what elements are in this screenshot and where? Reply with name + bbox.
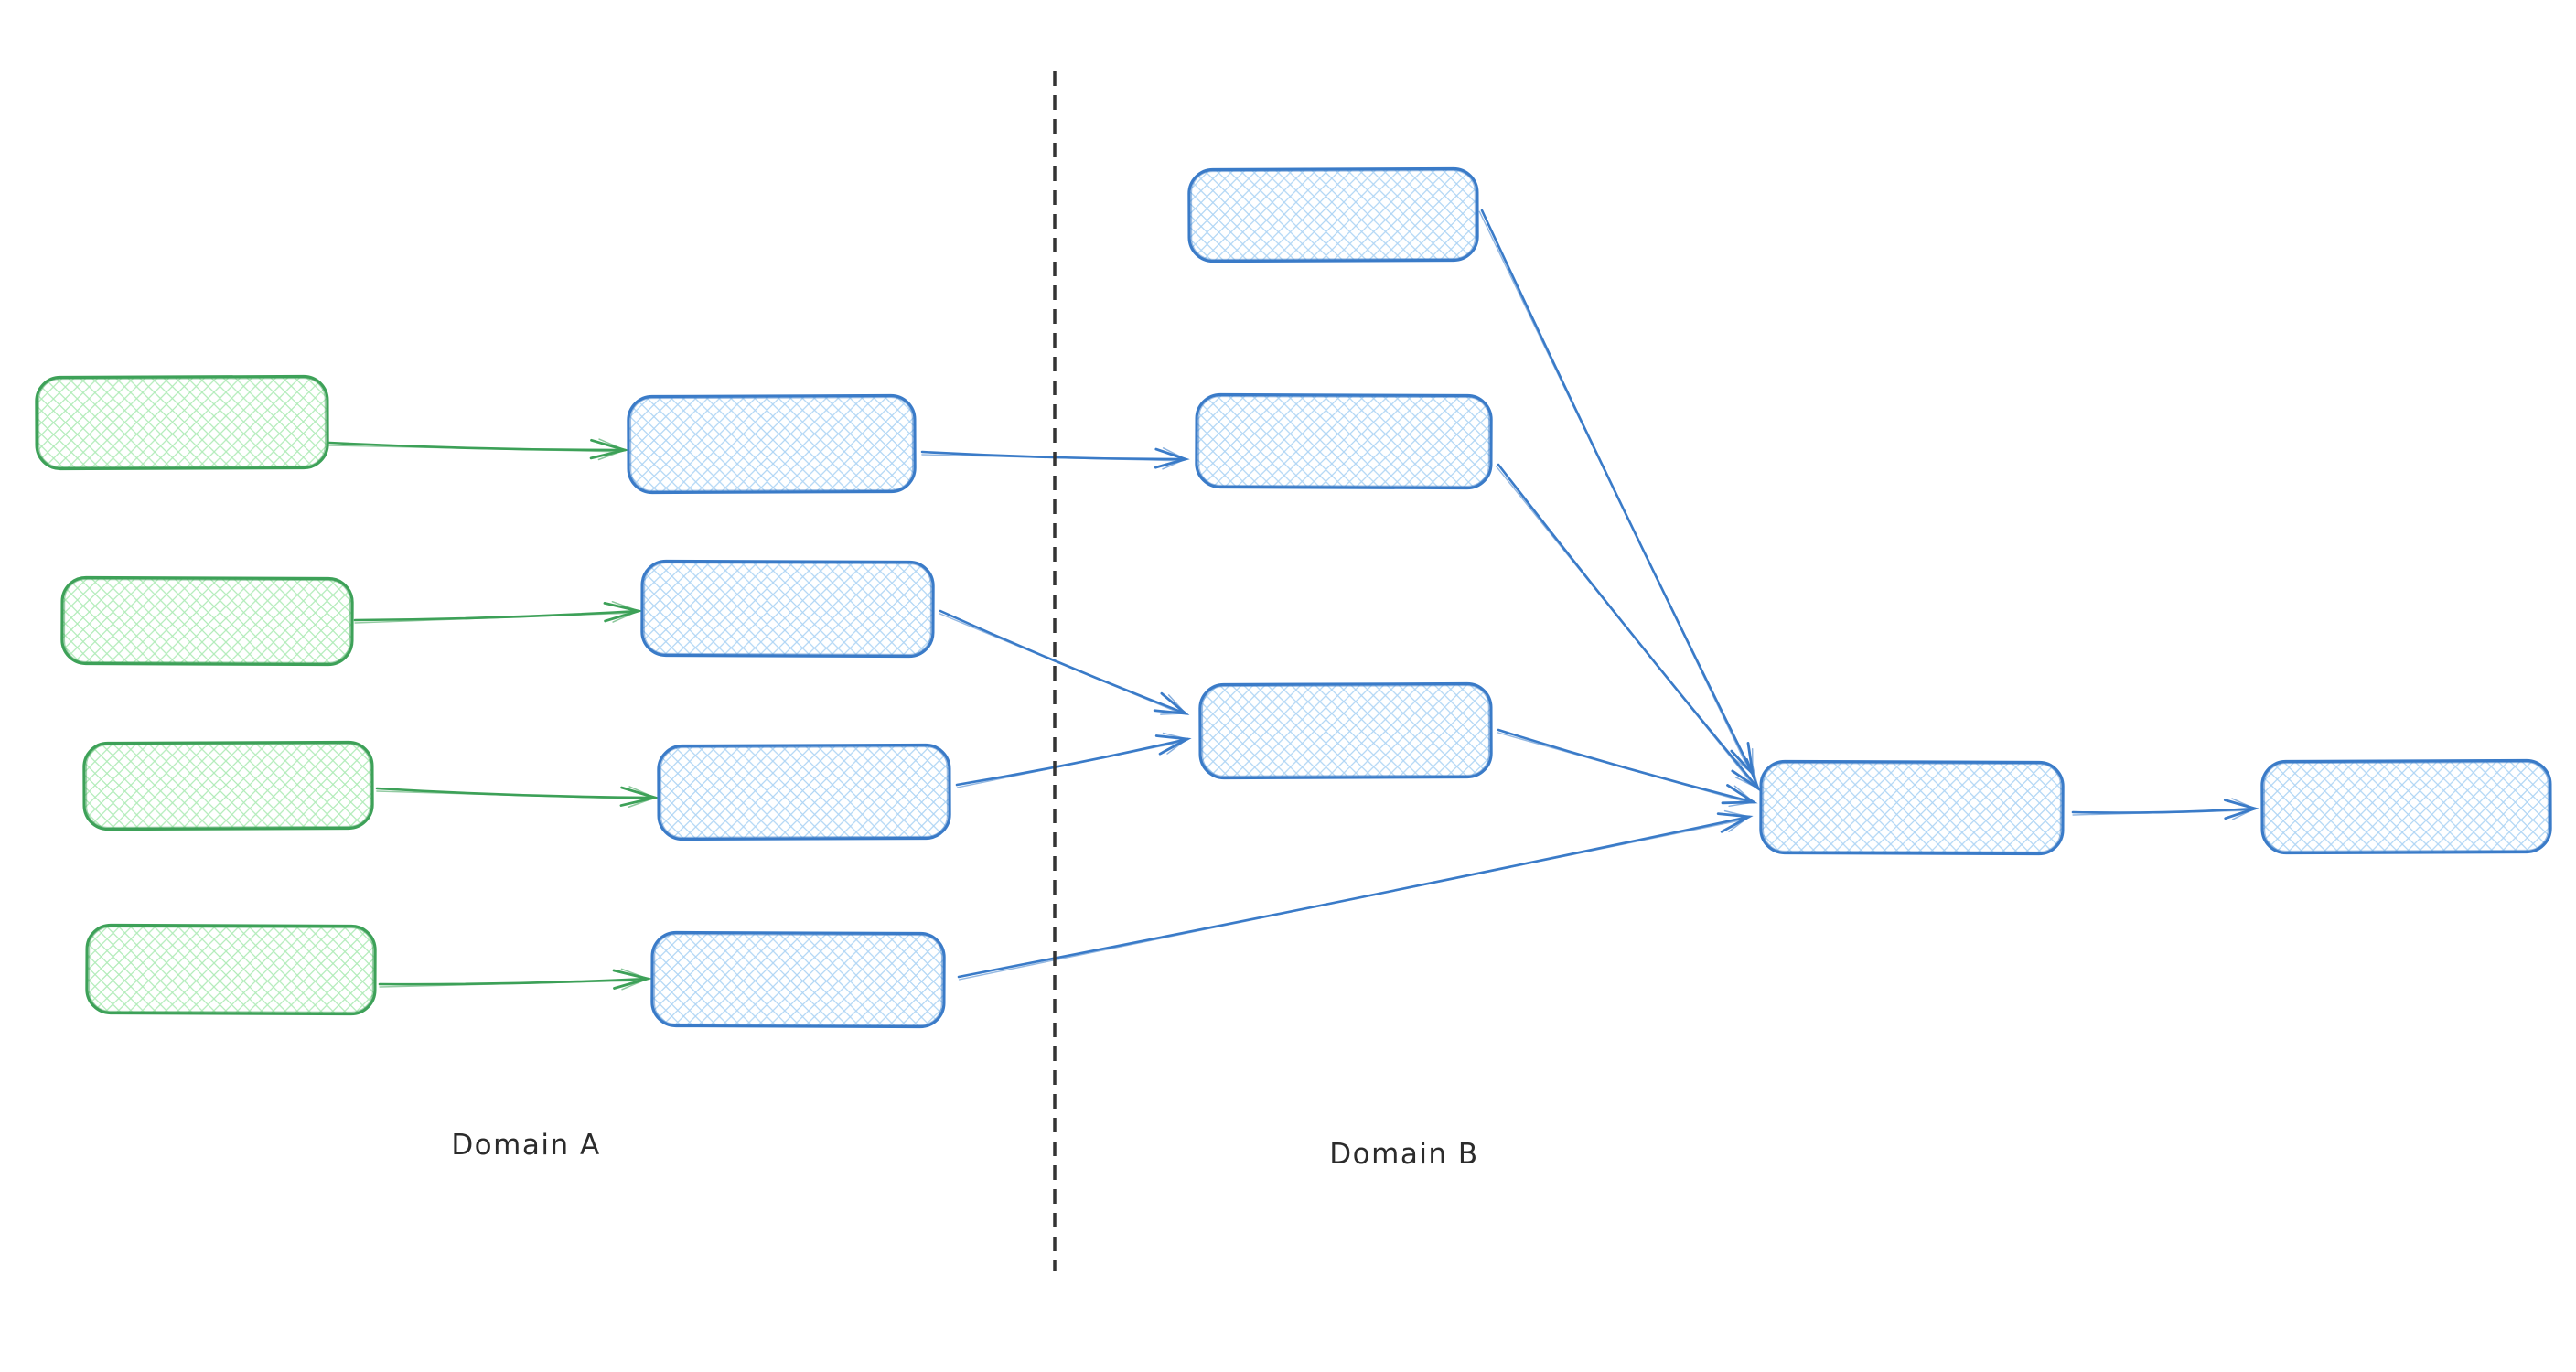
domain-a-stage-1[interactable] — [627, 393, 917, 495]
edge-node2-merge[interactable] — [1495, 463, 1761, 792]
domain-a-stage-2[interactable] — [640, 559, 935, 659]
domain-a-source-4[interactable] — [85, 923, 377, 1016]
edges-layer — [327, 209, 2259, 991]
edge-source4-stage4[interactable] — [378, 968, 653, 991]
domain-b-merge[interactable] — [1759, 759, 2065, 856]
domain-a-stage-4[interactable] — [650, 930, 946, 1029]
domain-a-stage-3[interactable] — [657, 743, 951, 841]
domain-a-source-3[interactable] — [82, 740, 374, 831]
edge-source3-stage3[interactable] — [375, 786, 660, 809]
nodes-layer — [35, 166, 2552, 1029]
edge-stage3-node3[interactable] — [955, 732, 1192, 788]
domain-b-node-3[interactable] — [1198, 681, 1493, 780]
domain-b-label[interactable]: Domain B — [1329, 1138, 1478, 1171]
edge-stage2-node3[interactable] — [939, 609, 1190, 715]
domain-b-output[interactable] — [2260, 758, 2552, 855]
domain-a-source-2[interactable] — [60, 575, 354, 667]
edge-node3-merge[interactable] — [1497, 728, 1758, 808]
domain-b-node-1[interactable] — [1187, 166, 1479, 263]
edge-merge-output[interactable] — [2071, 798, 2259, 820]
edge-source1-stage1[interactable] — [327, 438, 630, 461]
domain-b-node-2[interactable] — [1195, 392, 1493, 490]
edge-stage4-merge[interactable] — [957, 809, 1754, 981]
domain-a-source-1[interactable] — [35, 374, 329, 471]
domain-a-label[interactable]: Domain A — [451, 1129, 600, 1162]
edge-source2-stage2[interactable] — [353, 600, 644, 624]
